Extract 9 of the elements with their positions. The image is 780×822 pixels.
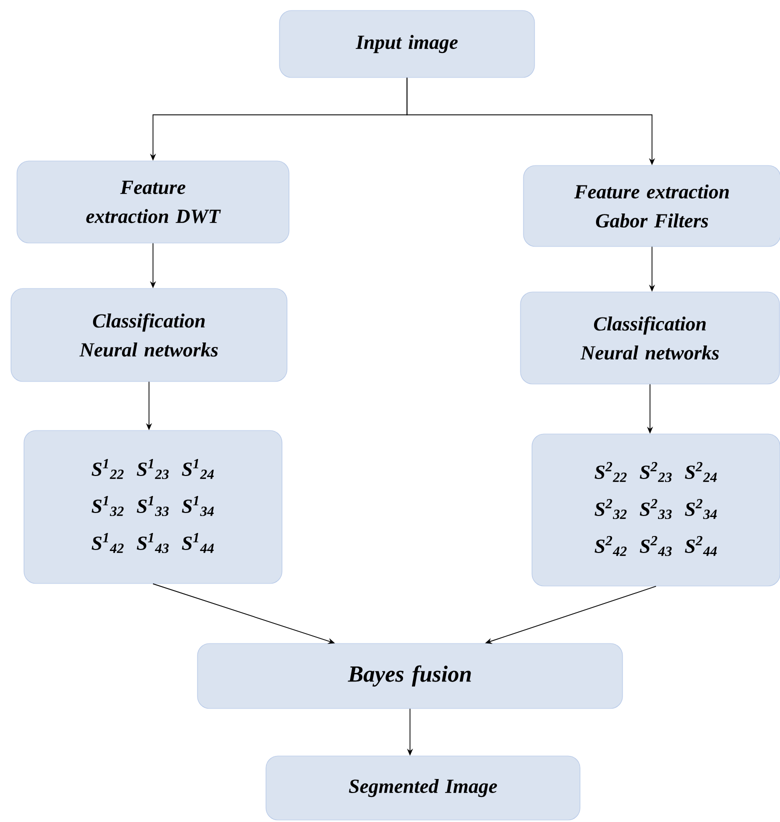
- matrix-box: S$^{2}$22 S$^{2}$23 S$^{2}$24 S$^{2}$32 S$^{2}$33 S$^{2}$34 S$^{2}$42 S$^{2}$43 S$^{2}$44: [532, 434, 780, 586]
- process-box: Input image: [279, 10, 535, 78]
- matrix-box: S$^{1}$22 S$^{1}$23 S$^{1}$24 S$^{1}$32 S$^{1}$33 S$^{1}$34 S$^{1}$42 S$^{1}$43 S$^{1}$44: [24, 430, 282, 584]
- process-box: Segmented Image: [266, 756, 580, 820]
- process-box: Feature extraction DWT: [16, 160, 290, 244]
- process-box: Classification Neural networks: [10, 288, 288, 382]
- process-box: Feature extraction Gabor Filters: [523, 165, 780, 247]
- process-box: Bayes fusion: [197, 643, 623, 709]
- process-box: Classification Neural networks: [520, 292, 780, 384]
